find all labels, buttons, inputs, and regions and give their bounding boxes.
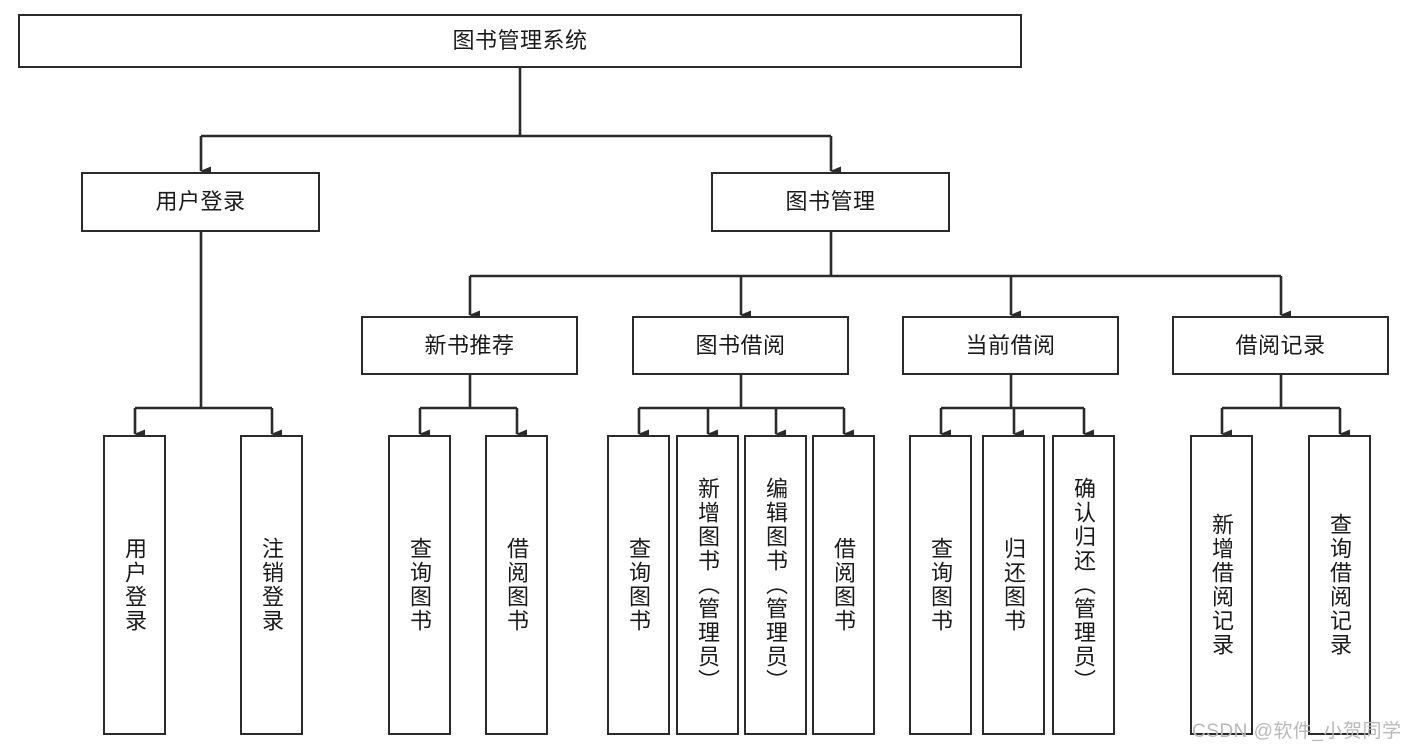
node-leaf-query-book-3[interactable]: 查询图书 xyxy=(909,435,972,735)
node-leaf-user-login[interactable]: 用户登录 xyxy=(103,435,166,735)
node-leaf-borrow-book-1[interactable]: 借阅图书 xyxy=(485,435,548,735)
node-leaf-query-book-1[interactable]: 查询图书 xyxy=(388,435,451,735)
node-label: 查询图书 xyxy=(928,537,954,633)
node-label: 归还图书 xyxy=(1001,537,1027,633)
node-label: 图书管理 xyxy=(785,189,876,215)
node-label: 图书借阅 xyxy=(695,332,786,358)
node-label: 查询借阅记录 xyxy=(1327,513,1353,657)
node-label: 新书推荐 xyxy=(424,332,515,358)
node-leaf-logout[interactable]: 注销登录 xyxy=(240,435,303,735)
node-label: 借阅图书 xyxy=(504,537,530,633)
node-leaf-borrow-book-2[interactable]: 借阅图书 xyxy=(812,435,875,735)
node-label: 新增借阅记录 xyxy=(1209,513,1235,657)
node-leaf-return-book[interactable]: 归还图书 xyxy=(982,435,1045,735)
node-label: 图书管理系统 xyxy=(452,28,588,54)
node-label: 查询图书 xyxy=(626,537,652,633)
node-leaf-edit-book[interactable]: 编辑图书（管理员） xyxy=(744,435,807,735)
node-leaf-add-record[interactable]: 新增借阅记录 xyxy=(1190,435,1253,735)
csdn-watermark: CSDN @软件_小贺同学 xyxy=(1192,721,1402,742)
node-label: 借阅图书 xyxy=(831,537,857,633)
node-label: 确认归还（管理员） xyxy=(1071,477,1097,693)
node-book-manage[interactable]: 图书管理 xyxy=(711,172,950,232)
node-current-borrow[interactable]: 当前借阅 xyxy=(902,316,1119,375)
node-leaf-query-book-2[interactable]: 查询图书 xyxy=(607,435,670,735)
node-new-book-rec[interactable]: 新书推荐 xyxy=(361,316,578,375)
node-leaf-query-record[interactable]: 查询借阅记录 xyxy=(1308,435,1371,735)
node-label: 借阅记录 xyxy=(1235,332,1326,358)
node-leaf-confirm-return[interactable]: 确认归还（管理员） xyxy=(1052,435,1115,735)
node-label: 用户登录 xyxy=(122,537,148,633)
node-label: 编辑图书（管理员） xyxy=(763,477,789,693)
node-label: 当前借阅 xyxy=(965,332,1056,358)
node-label: 查询图书 xyxy=(407,537,433,633)
node-label: 新增图书（管理员） xyxy=(695,477,721,693)
node-borrow-record[interactable]: 借阅记录 xyxy=(1172,316,1389,375)
node-label: 注销登录 xyxy=(259,537,285,633)
node-book-borrow[interactable]: 图书借阅 xyxy=(632,316,849,375)
node-leaf-add-book[interactable]: 新增图书（管理员） xyxy=(676,435,739,735)
node-user-login[interactable]: 用户登录 xyxy=(81,172,320,232)
node-label: 用户登录 xyxy=(155,189,246,215)
node-root[interactable]: 图书管理系统 xyxy=(18,14,1022,68)
